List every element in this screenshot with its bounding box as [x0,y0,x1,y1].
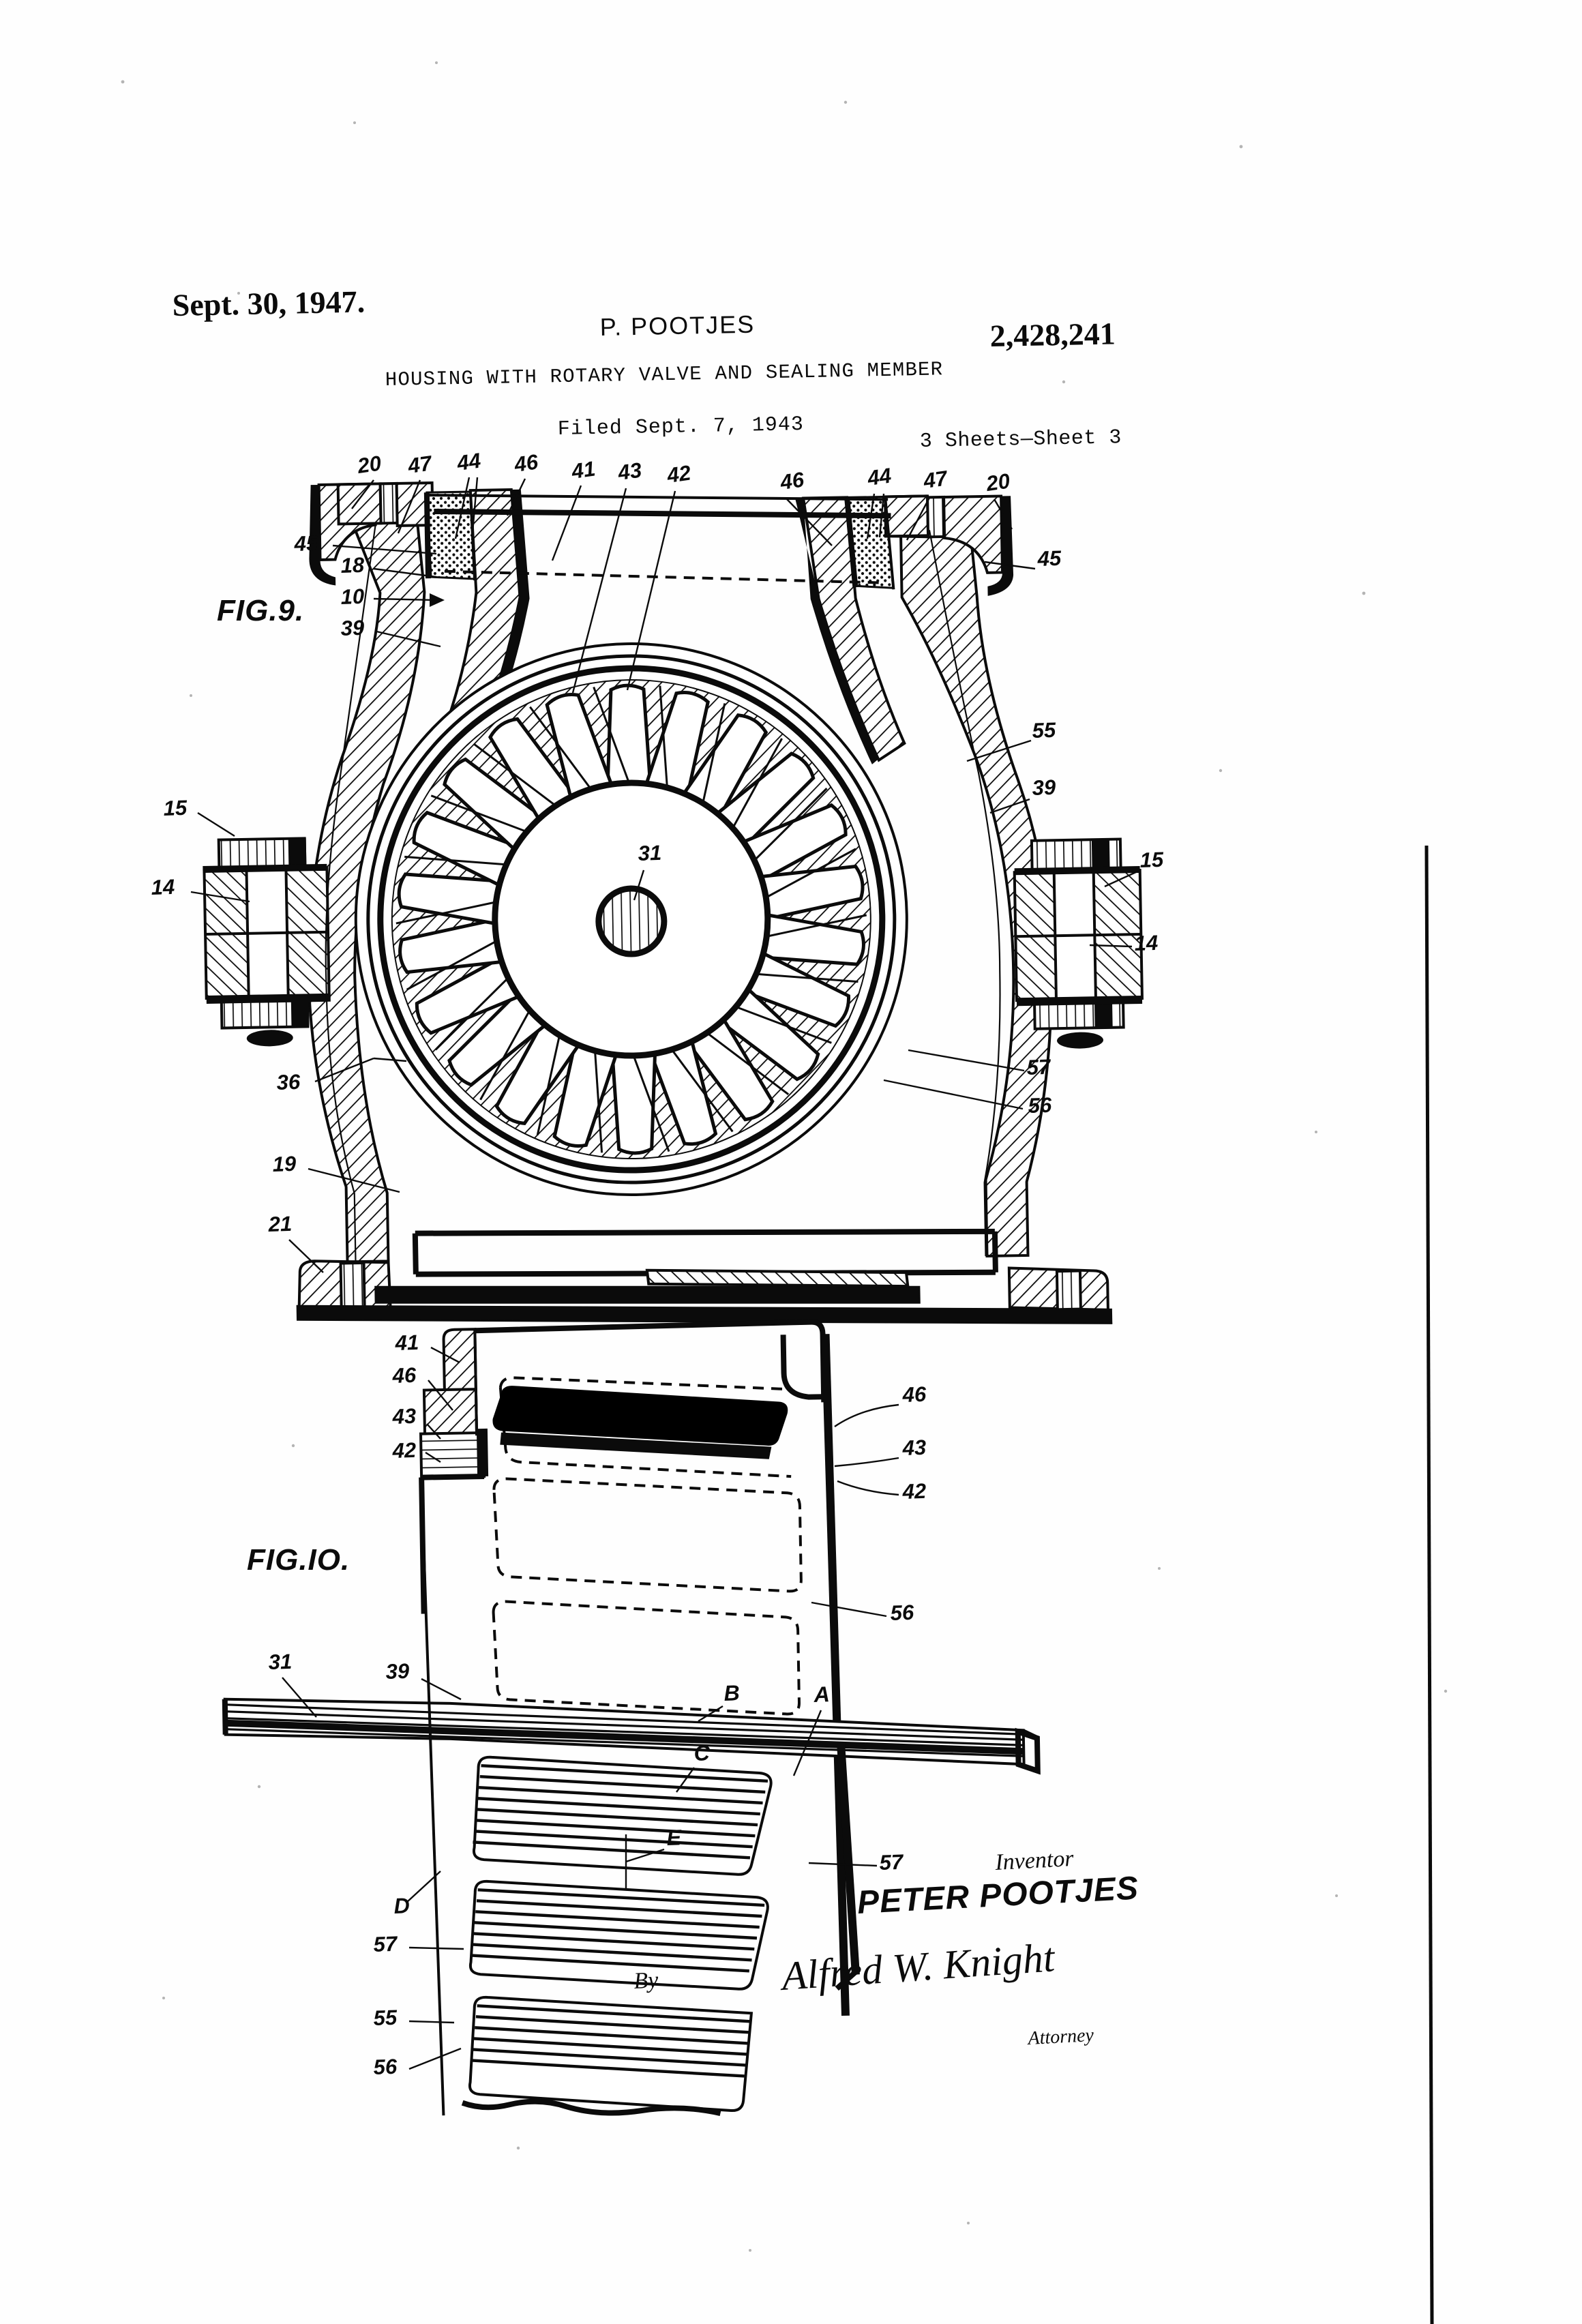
ref-43-fig10-left: 43 [391,1404,417,1429]
ref-55: 55 [1032,718,1056,743]
ref-45-left: 45 [293,531,318,556]
ref-41-fig10: 41 [394,1330,419,1355]
ref-41: 41 [569,456,597,483]
rotor-corner [835,1969,858,1991]
ref-39-right: 39 [1032,775,1056,800]
ref-42: 42 [665,460,692,488]
filing-date: Filed Sept. 7, 1943 [558,413,805,441]
ref-21: 21 [267,1212,293,1236]
cover-plate-top [429,494,889,501]
ref-47-left: 47 [406,451,434,478]
ref-36: 36 [276,1070,301,1094]
ribbed-vane-bands [492,1386,788,1459]
housing-left-wall [307,509,426,1264]
seal-band-top [492,1386,788,1446]
rotor-top-edge [475,1319,827,1403]
ref-31-fig10: 31 [268,1650,293,1674]
flange-ear-right [942,494,1004,574]
ref-20-left: 20 [355,451,383,478]
ref-15-right: 15 [1139,848,1164,872]
ref-56-fig10: 56 [890,1600,914,1625]
shaft-31 [222,1697,1041,1775]
sheet-count: 3 Sheets—Sheet 3 [920,426,1122,453]
ref-10: 10 [340,584,365,609]
bolt-boss-left [203,837,331,1047]
fig10-left-end [419,1328,489,1614]
inventor-word: Inventor [994,1846,1075,1875]
ref-42-fig10-left: 42 [391,1438,417,1463]
vane-band-56 [468,1995,753,2113]
figure-9-caption: FIG.9. [217,594,304,627]
fig10-datum-line [420,1491,445,2116]
attorney-word: Attorney [1026,2025,1094,2049]
ref-45-right: 45 [1036,546,1062,571]
margin-rule [1424,845,1434,2324]
ref-20-right: 20 [984,468,1011,496]
ref-44-right: 44 [865,463,893,490]
figure-9-labels: 20 47 44 46 41 43 42 46 44 47 20 45 18 1… [151,448,1164,1273]
ref-44-left: 44 [455,448,482,475]
casing-band-top [374,1285,921,1304]
letter-E: E [666,1825,683,1850]
flange-plate-left [336,482,383,526]
rotor-right-edge-lower [837,1742,860,1975]
by-word: By [633,1967,659,1994]
ref-43: 43 [616,458,643,485]
figure-10 [222,1268,1041,2117]
ref-46-fig10-right: 46 [901,1382,927,1407]
inventor-short: P. POOTJES [599,310,755,341]
sheet-header: Sept. 30, 1947. P. POOTJES 2,428,241 HOU… [172,284,1122,453]
lower-vane-bands [461,1755,773,2117]
base-plate [296,1305,1113,1324]
break-line-bottom [461,2098,721,2117]
packing-left [426,490,476,580]
rotor-shoulder-right [780,1335,824,1400]
figure-10-labels: 41 46 43 42 46 43 42 56 FIG.IO. 31 39 B … [247,1330,927,2079]
rotor-assembly [354,642,908,1197]
ref-31-fig9: 31 [638,841,662,865]
figure-9 [203,481,1144,1324]
ref-18: 18 [340,553,365,578]
ref-47-right: 47 [921,466,950,493]
ref-46-fig10-left: 46 [391,1363,417,1388]
ref-14-left: 14 [151,875,175,899]
letter-B: B [723,1680,740,1705]
ref-46-right: 46 [778,467,806,494]
ref-14-right: 14 [1134,931,1159,955]
bolt-boss-right [1013,837,1144,1049]
ref-15-left: 15 [163,796,188,820]
letter-A: A [813,1682,830,1707]
casing-band-hatch [645,1268,910,1288]
patent-number: 2,428,241 [989,316,1116,353]
ref-46-left: 46 [512,449,540,477]
issue-date: Sept. 30, 1947. [172,284,365,323]
ref-57-fig10-right: 57 [879,1850,904,1875]
ref-42-fig10-right: 42 [901,1479,927,1504]
ref-57-right: 57 [1026,1055,1051,1079]
vane-band-57 [473,1755,773,1876]
ref-39-left: 39 [340,616,365,640]
cover-plate-bottom [434,509,891,519]
rotor-rim-circle [377,665,886,1174]
ref-56-right: 56 [1028,1093,1052,1118]
vane-band-55 [468,1879,769,1991]
letter-D: D [393,1893,410,1918]
rotor-right-edge [821,1334,850,2016]
ref-19: 19 [272,1152,297,1176]
scan-speckles [121,61,1448,2252]
ref-57-fig10-left: 57 [373,1932,398,1956]
ref-43-fig10-right: 43 [901,1435,927,1460]
top-right-flange [795,494,1014,764]
pedestal-base [296,1228,1113,1324]
bolt-left-shank [378,481,399,525]
ref-56-fig10-left: 56 [373,2055,398,2079]
ref-55-fig10: 55 [373,2006,398,2030]
casing-inner-circle [366,654,897,1185]
arrowhead-10 [430,593,445,607]
letter-C: C [693,1740,711,1766]
ref-39-fig10: 39 [385,1659,410,1684]
figure-10-caption: FIG.IO. [247,1543,350,1577]
